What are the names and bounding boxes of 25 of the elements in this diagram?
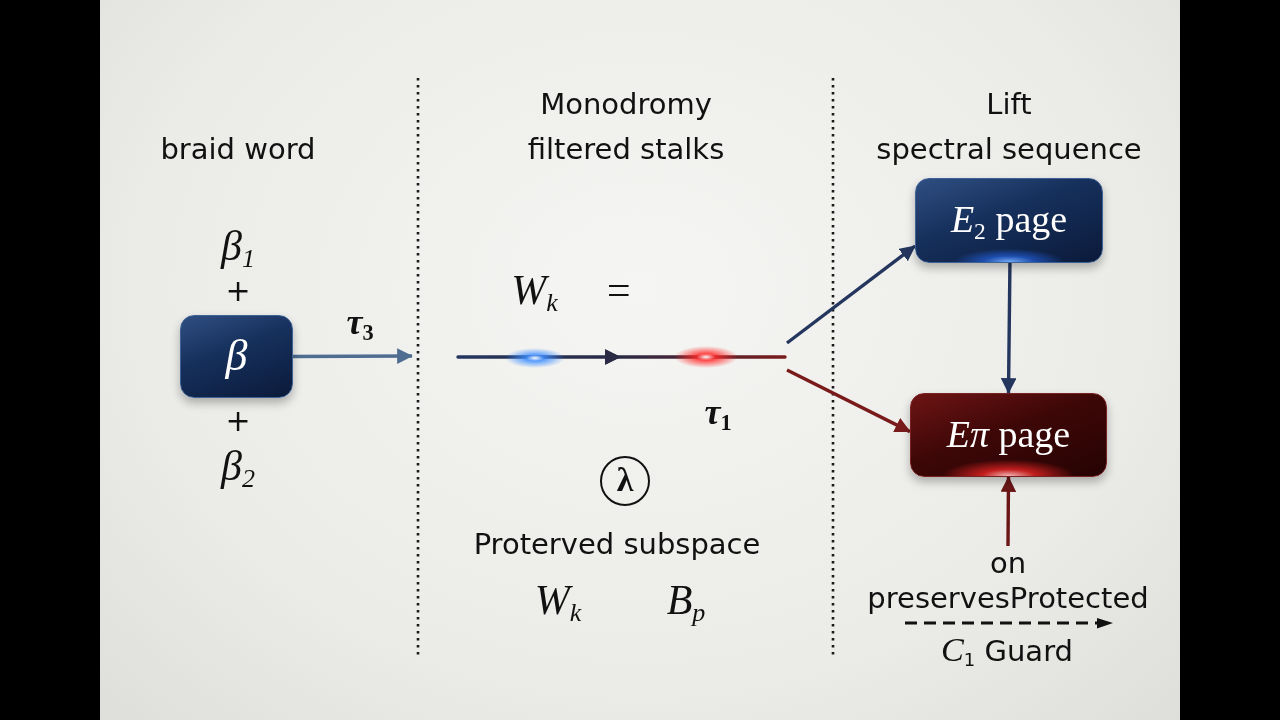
arrow (456, 346, 787, 368)
math-label: τ$_{1}$ (704, 391, 732, 435)
math-label: W$_{k}$ (534, 576, 582, 627)
process-box: β (180, 315, 293, 398)
math-term: β$_{2}$ (221, 442, 255, 493)
arrow (1000, 263, 1017, 394)
column-heading: Lift spectral sequence (876, 86, 1142, 168)
condition-text: on preservesProtected (867, 546, 1149, 616)
subspace-label: Proterved subspace (473, 526, 761, 563)
circled-symbol: λ (600, 456, 650, 506)
edge-label: τ$_{3}$ (346, 301, 374, 345)
process-box: E$_{2}$ page (915, 178, 1103, 263)
arrow (1000, 476, 1017, 546)
guard-label: C$_{1}$ Guard (941, 632, 1073, 669)
math-term: β$_{1}$ (221, 222, 255, 273)
arrow (293, 348, 413, 364)
column-heading: Monodromy filtered stalks (527, 86, 725, 168)
plus-sign: + (225, 272, 251, 310)
arrow (786, 368, 911, 434)
column-heading: braid word (160, 131, 316, 168)
plus-sign: + (225, 402, 251, 440)
arrow (785, 244, 917, 345)
equation-label: W$_{k}$ = (511, 266, 633, 317)
process-box: Eπ page (910, 393, 1107, 477)
math-label: B$_{p}$ (666, 576, 706, 627)
